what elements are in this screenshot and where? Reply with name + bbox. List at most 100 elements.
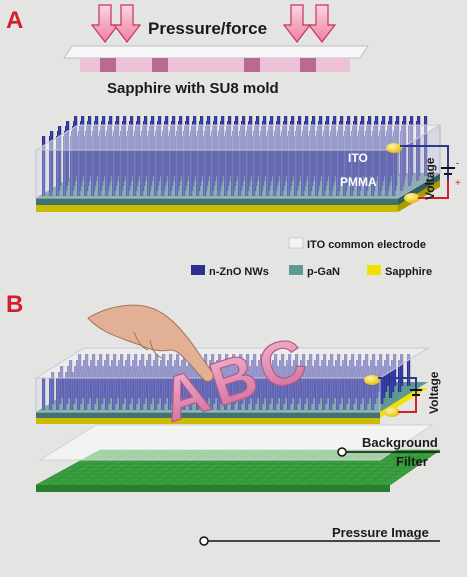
nanowire xyxy=(189,378,193,410)
nanowire xyxy=(266,378,270,410)
nanowire xyxy=(140,136,144,196)
pressure-arrows xyxy=(90,4,337,43)
nanowire xyxy=(371,378,375,410)
hand-icon xyxy=(87,304,214,382)
nanowire xyxy=(135,372,139,404)
legend-nwires: n-ZnO NWs xyxy=(209,266,269,278)
voltage-label-a: Voltage xyxy=(423,157,437,200)
nanowire xyxy=(231,378,235,410)
nanowire xyxy=(301,136,305,196)
nanowire xyxy=(315,136,319,196)
nanowire xyxy=(98,378,102,410)
legend-ito-common: ITO common electrode xyxy=(307,239,426,251)
nanowire xyxy=(56,136,60,196)
nanowire xyxy=(119,136,123,196)
nanowire xyxy=(114,372,118,404)
voltage-label-b: Voltage xyxy=(427,371,441,414)
nanowire xyxy=(373,372,377,404)
nanowire xyxy=(392,136,396,196)
nanowire xyxy=(49,378,53,410)
nanowire xyxy=(224,136,228,196)
nanowire xyxy=(273,136,277,196)
nanowire xyxy=(79,372,83,404)
nanowire xyxy=(336,136,340,196)
nanowire xyxy=(350,378,354,410)
nanowire xyxy=(305,366,309,398)
nanowire xyxy=(273,378,277,410)
pressure-arrow-icon xyxy=(307,4,337,43)
nanowire xyxy=(252,378,256,410)
nanowire xyxy=(107,372,111,404)
nanowire xyxy=(263,366,267,398)
nanowire xyxy=(119,378,123,410)
nanowire xyxy=(354,366,358,398)
ito-label: ITO xyxy=(348,151,368,165)
nanowire xyxy=(105,136,109,196)
nanowire xyxy=(154,378,158,410)
nanowire xyxy=(186,366,190,398)
nanowire xyxy=(357,378,361,410)
nanowire xyxy=(254,372,258,404)
nanowire xyxy=(112,136,116,196)
nanowire xyxy=(189,136,193,196)
nanowire xyxy=(359,372,363,404)
background-label: Background xyxy=(362,435,438,450)
sapphire-layer-edge xyxy=(36,205,398,212)
nanowire xyxy=(294,136,298,196)
pressure-image-label: Pressure Image xyxy=(332,525,429,540)
nanowire xyxy=(147,136,151,196)
top-contact-b xyxy=(364,375,380,385)
nanowire xyxy=(357,136,361,196)
legend-swatch-sapphire xyxy=(367,265,381,275)
nanowire xyxy=(161,378,165,410)
nanowire xyxy=(347,366,351,398)
panel-a-letter: A xyxy=(6,7,23,34)
nanowire xyxy=(121,372,125,404)
nanowire xyxy=(235,366,239,398)
nanowire xyxy=(210,136,214,196)
nanowire xyxy=(280,378,284,410)
nanowire xyxy=(284,366,288,398)
nanowire xyxy=(170,372,174,404)
pmma-front xyxy=(35,149,399,199)
bottom-contact xyxy=(404,193,420,203)
nanowire xyxy=(340,366,344,398)
nanowire xyxy=(361,366,365,398)
nanowire xyxy=(105,378,109,410)
nanowire xyxy=(268,372,272,404)
nanowire xyxy=(74,366,78,398)
nanowire xyxy=(329,378,333,410)
nanowire xyxy=(133,136,137,196)
nanowire xyxy=(86,372,90,404)
nanowire xyxy=(95,366,99,398)
nanowire xyxy=(310,372,314,404)
nanowire xyxy=(116,366,120,398)
nanowire xyxy=(280,136,284,196)
nanowire xyxy=(175,136,179,196)
legend-pgan: p-GaN xyxy=(307,266,340,278)
nanowire xyxy=(126,136,130,196)
nanowire xyxy=(315,378,319,410)
nanowire xyxy=(102,366,106,398)
nanowire xyxy=(238,378,242,410)
nanowire xyxy=(137,366,141,398)
nanowire xyxy=(296,372,300,404)
voltage-circuit-a: - + xyxy=(400,145,461,199)
nanowire xyxy=(245,136,249,196)
nanowire xyxy=(210,378,214,410)
device-b xyxy=(34,347,430,424)
legend-a: ITO common electrode n-ZnO NWs p-GaN Sap… xyxy=(191,237,432,278)
nanowire xyxy=(319,366,323,398)
nanowire xyxy=(196,378,200,410)
nanowire xyxy=(98,136,102,196)
nanowire xyxy=(56,378,60,410)
nanowire xyxy=(175,378,179,410)
nanowire xyxy=(416,121,420,181)
pressure-arrow-icon xyxy=(112,4,142,43)
top-contact xyxy=(386,143,402,153)
nanowire xyxy=(329,136,333,196)
nanowire xyxy=(144,366,148,398)
nanowire xyxy=(196,136,200,196)
pressure-arrow-icon xyxy=(90,4,120,43)
legend-swatch-nwires xyxy=(191,265,205,275)
